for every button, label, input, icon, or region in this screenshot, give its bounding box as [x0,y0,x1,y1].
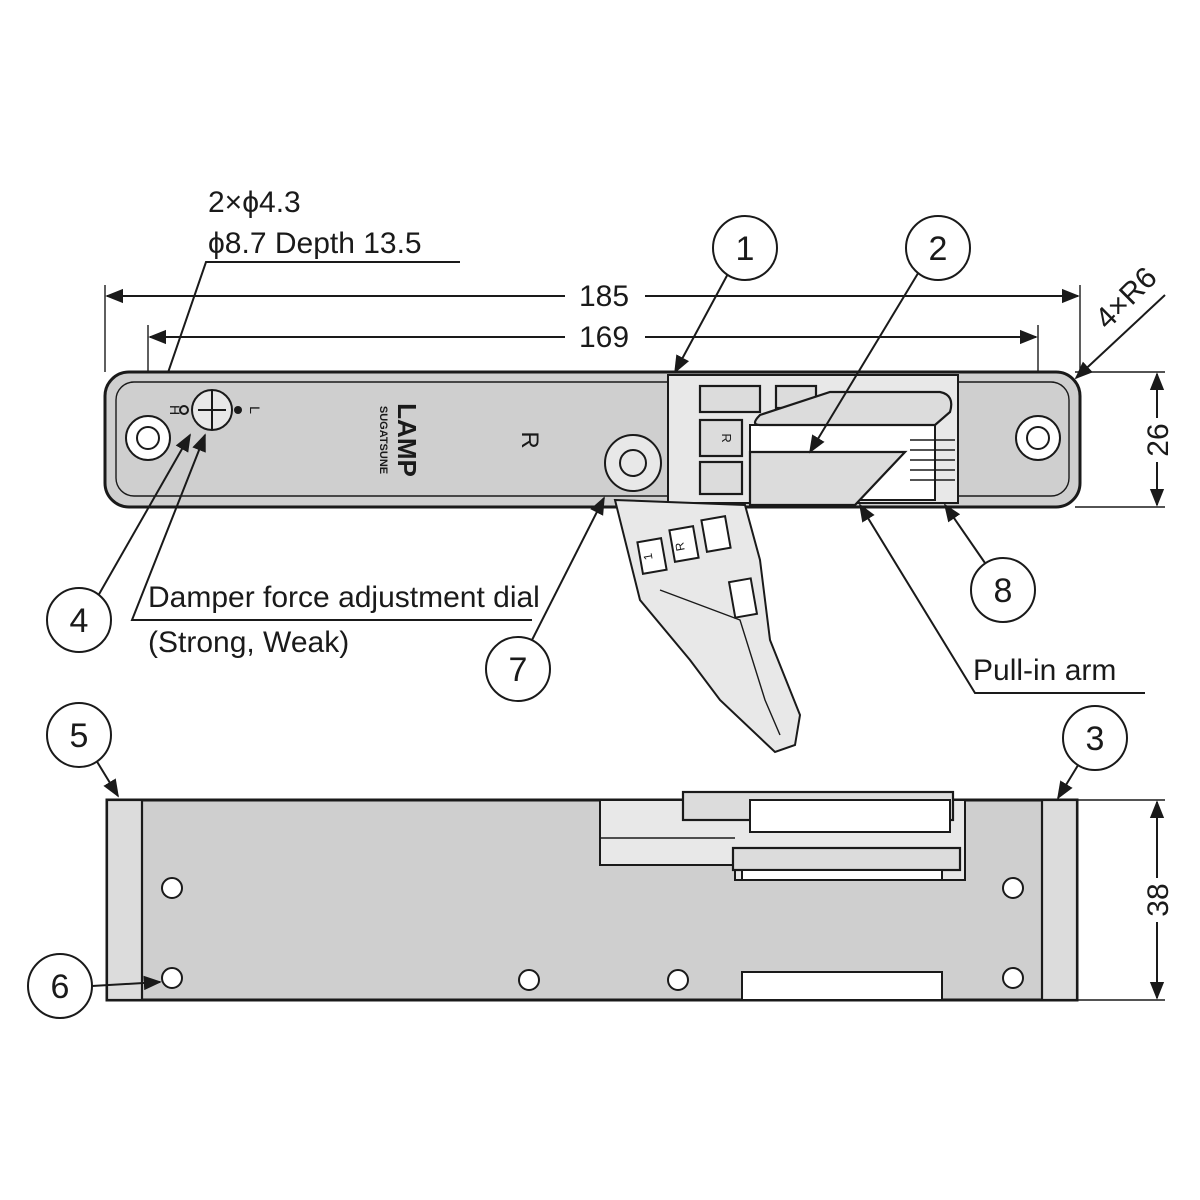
dimension-38: 38 [1142,883,1175,916]
dimension-185: 185 [579,280,629,313]
hole-spec-line2: ϕ8.7 Depth 13.5 [208,227,422,260]
side-slot [741,971,943,1001]
brand-lamp: LAMP [392,403,422,477]
dial-low-mark: L [247,406,263,414]
side-marking-r: R [516,431,543,448]
pull-in-arm-note: Pull-in arm [973,654,1116,687]
callout-4: 4 [70,602,89,640]
housing-tab-r: R [719,433,734,442]
swung-arm: 1 R [613,498,802,754]
dial-note-line2: (Strong, Weak) [148,626,349,659]
callouts: 1 2 3 4 5 6 7 8 [27,215,1128,1019]
side-holes [161,877,1024,991]
damper-dial: H L [167,389,263,431]
mounting-hole-right [1015,415,1061,461]
arm-tab-1: 1 [641,552,656,561]
callout-1: 1 [736,230,755,268]
brand-sugatsune: SUGATSUNE [377,406,389,474]
arm-tab-r: R [672,541,687,552]
mounting-hole-left [125,415,171,461]
top-view: 185 169 26 4×R6 2×ϕ4.3 ϕ8.7 Depth 13.5 [103,186,1175,754]
callout-8: 8 [994,572,1013,610]
side-view: 38 [105,790,1175,1002]
callout-3: 3 [1086,720,1105,758]
pivot [604,434,662,492]
callout-7: 7 [509,651,528,689]
dial-note-line1: Damper force adjustment dial [148,581,540,614]
dimension-169: 169 [579,321,629,354]
pull-in-arm-wedge [748,450,908,507]
callout-5: 5 [70,717,89,755]
side-mechanism [599,790,966,881]
hole-spec-line1: 2×ϕ4.3 [208,186,301,219]
dial-high-mark: H [167,405,183,415]
corner-radius-label: 4×R6 [1089,261,1164,336]
dimension-26: 26 [1142,423,1175,456]
callout-6: 6 [51,968,70,1006]
callout-2: 2 [929,230,948,268]
